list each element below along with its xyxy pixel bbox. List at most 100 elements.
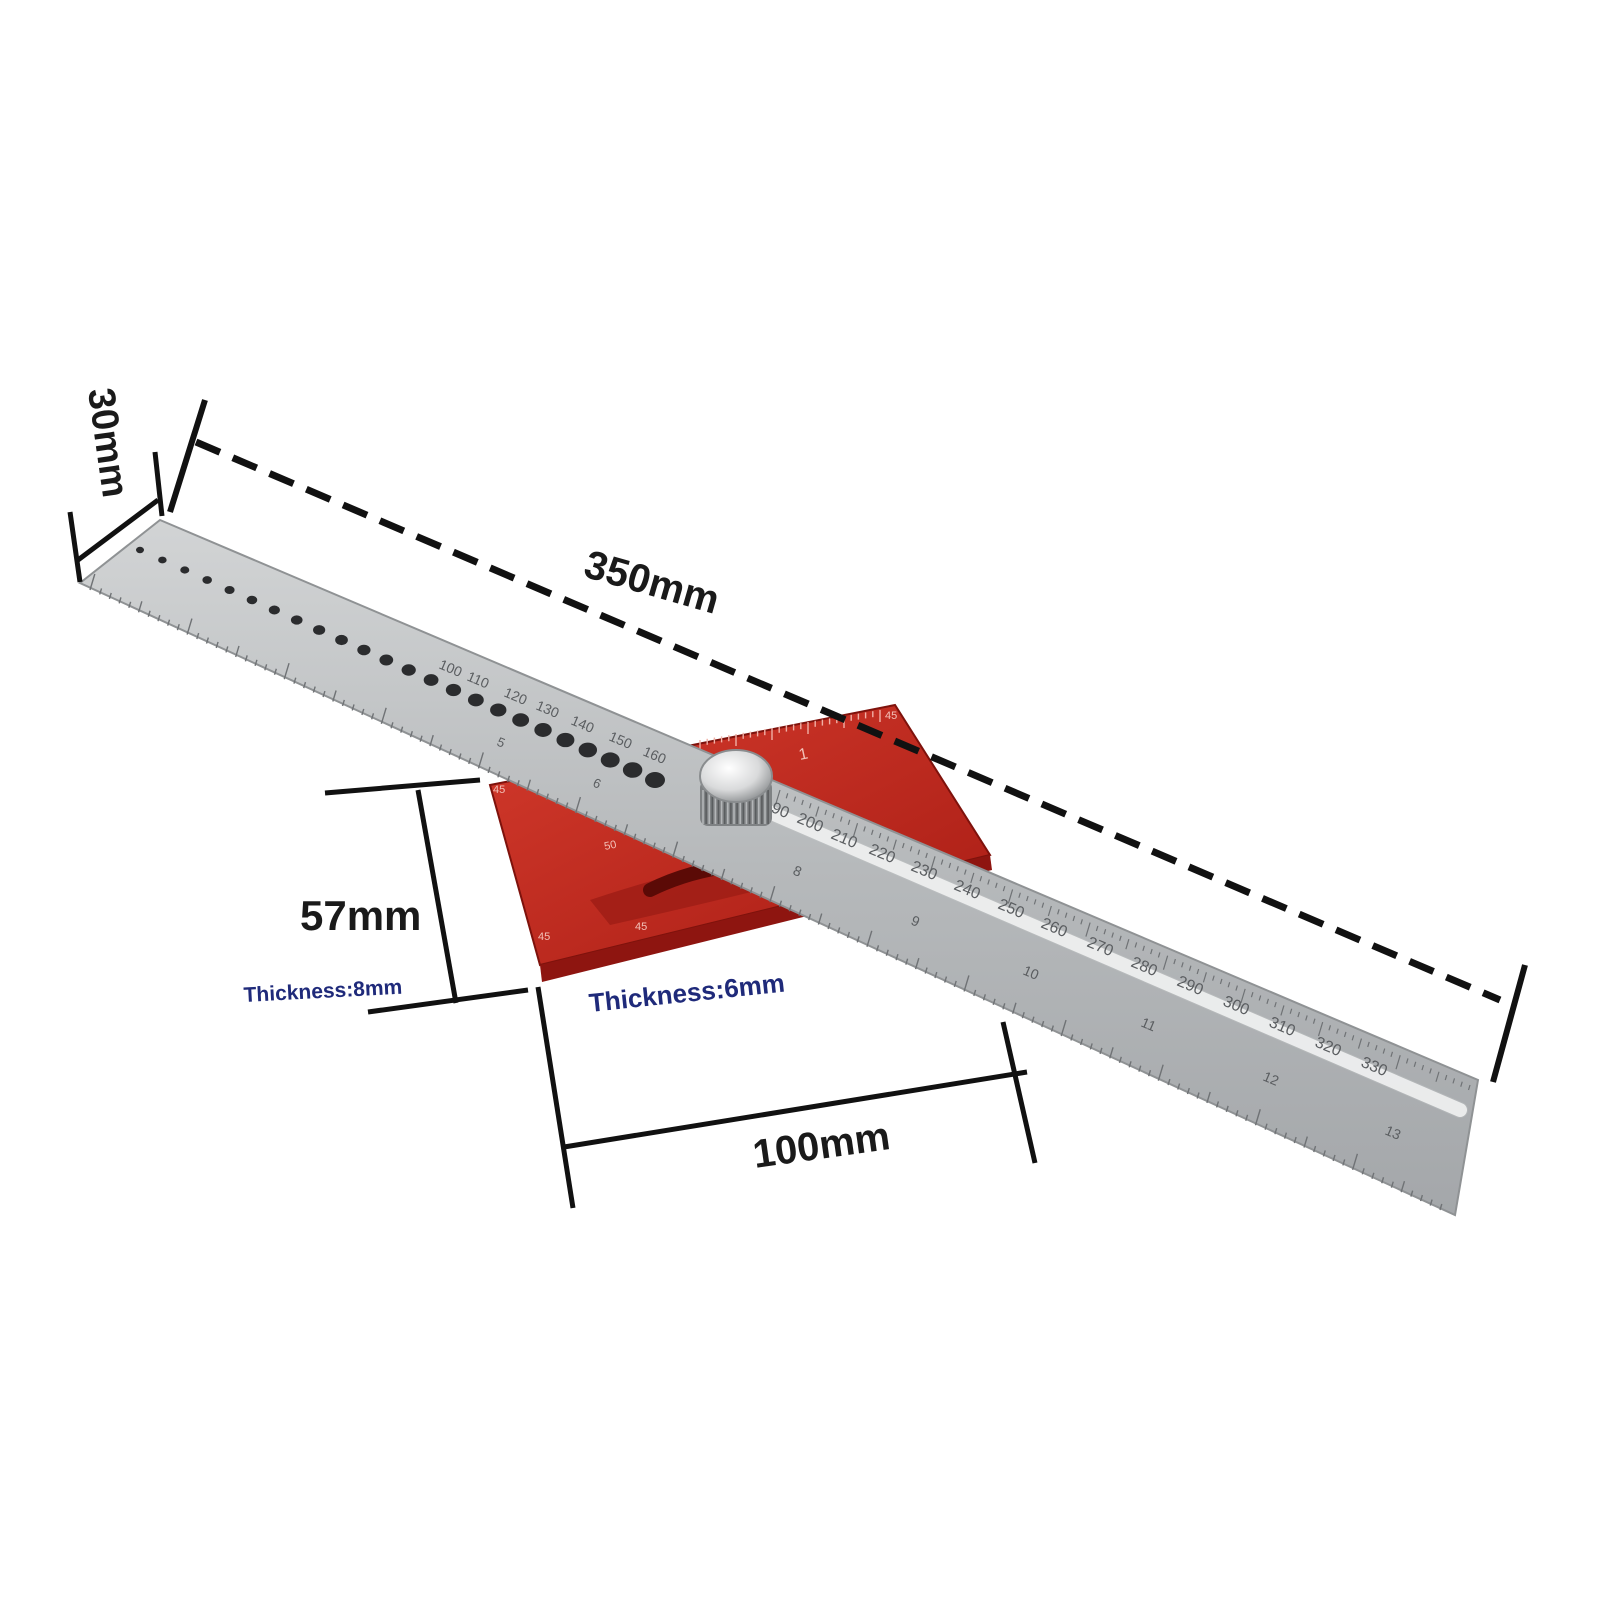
- ruler-tick: [1041, 902, 1045, 908]
- ruler-tick: [1186, 1087, 1190, 1095]
- ruler-tick: [846, 931, 851, 939]
- ruler-tick: [1103, 929, 1107, 935]
- ruler-tick: [925, 852, 928, 859]
- ruler-tick: [1400, 1180, 1406, 1193]
- ruler-tick: [1173, 958, 1176, 965]
- ruler-tick: [1328, 1025, 1332, 1031]
- ruler-tick: [429, 734, 434, 747]
- ruler-tick: [1342, 1159, 1346, 1166]
- ruler-tick: [808, 913, 812, 921]
- ruler-tick: [1467, 1084, 1471, 1091]
- width-dimension-tick: [67, 511, 83, 583]
- ruler-hole: [445, 683, 462, 697]
- ruler-tick: [604, 820, 608, 827]
- ruler-hole: [246, 595, 258, 605]
- ruler-tick: [1181, 962, 1184, 968]
- ruler-tick: [1250, 992, 1254, 998]
- ruler-tick: [205, 637, 210, 644]
- ruler-tick: [778, 900, 783, 907]
- ruler-tick: [1215, 1101, 1220, 1108]
- ruler-tick: [176, 623, 180, 631]
- ruler-tick-marks: [89, 573, 1471, 1211]
- ruler-tick: [186, 618, 193, 635]
- ruler-tick: [167, 619, 171, 626]
- ruler-tick: [775, 789, 781, 805]
- ruler-tick: [574, 796, 582, 814]
- ruler-tick: [1235, 1110, 1239, 1117]
- ruler-hole: [645, 772, 665, 788]
- ruler-tick: [944, 976, 948, 983]
- ruler-tick: [633, 833, 637, 840]
- ruler-tick: [370, 713, 375, 720]
- ruler-tick: [380, 707, 387, 725]
- height-dimension-ext: [324, 777, 481, 796]
- ruler-inch-scale: 5 6 8 9 10 11 12 13: [495, 734, 1404, 1143]
- ruler-tick: [1317, 1021, 1324, 1037]
- ruler-tick: [448, 748, 452, 756]
- ruler-tick: [361, 708, 365, 716]
- ruler-tick: [545, 793, 549, 800]
- ruler-tick: [1240, 988, 1246, 1004]
- ruler-width-label: 30mm: [79, 385, 136, 500]
- ruler-tick: [769, 886, 776, 903]
- ruler-tick: [909, 846, 913, 852]
- ruler-tick: [905, 958, 909, 965]
- dimension-annotations: [67, 399, 1528, 1209]
- ruler-tick: [1026, 895, 1029, 902]
- ruler-tick: [740, 882, 744, 890]
- ruler-tick: [1031, 1016, 1035, 1023]
- height-dimension-line: [415, 789, 459, 1004]
- ruler-hole: [512, 713, 530, 727]
- ruler-tick: [1109, 1047, 1114, 1059]
- ruler-tick: [293, 677, 297, 684]
- ruler-tick: [1196, 1092, 1200, 1099]
- head-scale-label: 45: [885, 710, 897, 722]
- length-dimension-tick: [167, 399, 208, 513]
- ruler-tick: [458, 753, 462, 760]
- head-length-line: [563, 1069, 1028, 1150]
- head-length-label: 100mm: [750, 1114, 893, 1177]
- inch-label: 13: [1383, 1122, 1404, 1143]
- ruler-tick: [1070, 1034, 1074, 1041]
- ruler-tick: [1041, 1020, 1045, 1028]
- ruler-tick: [979, 876, 983, 882]
- ruler-tick: [1150, 948, 1153, 955]
- inch-label: 10: [1021, 962, 1042, 983]
- ruler-tick: [832, 813, 835, 819]
- ruler-tick: [400, 726, 404, 733]
- head-scale-label: 45: [635, 921, 647, 933]
- ruler-tick: [1119, 935, 1122, 942]
- ruler-tick: [1343, 1031, 1347, 1038]
- ruler-tick: [1274, 1001, 1277, 1008]
- ruler-tick: [1225, 1105, 1229, 1113]
- ruler-tick: [555, 797, 559, 805]
- head-length-tick: [535, 986, 576, 1209]
- ruler-tick: [793, 796, 797, 802]
- ruler-tick: [137, 601, 143, 613]
- ruler-tick: [672, 841, 679, 858]
- ruler-tick: [506, 775, 511, 782]
- ruler-tick: [1293, 1136, 1297, 1144]
- ruler-tick: [235, 645, 240, 658]
- ruler-tick: [934, 971, 938, 979]
- ruler-tick: [886, 836, 890, 842]
- ruler-tick: [147, 610, 151, 617]
- ruler-tick: [1033, 899, 1037, 905]
- ruler-tick: [847, 819, 851, 826]
- ruler-tick: [917, 849, 921, 855]
- head-scale-label: 50: [603, 839, 617, 853]
- ruler-tick: [788, 904, 792, 912]
- ruler-tick: [584, 811, 588, 818]
- ruler-tick: [526, 779, 532, 791]
- ruler-tick: [1429, 1068, 1432, 1074]
- ruler-hole: [379, 654, 394, 666]
- ruler-tick: [1157, 952, 1161, 958]
- ruler-tick: [1410, 1190, 1414, 1197]
- ruler-hole: [357, 644, 371, 656]
- ruler-hole: [578, 742, 598, 758]
- ruler-tick: [89, 573, 96, 591]
- ruler-tick: [1167, 1078, 1171, 1086]
- ruler-tick: [970, 872, 975, 884]
- inch-label: 12: [1261, 1068, 1282, 1089]
- ruler-tick: [953, 980, 957, 988]
